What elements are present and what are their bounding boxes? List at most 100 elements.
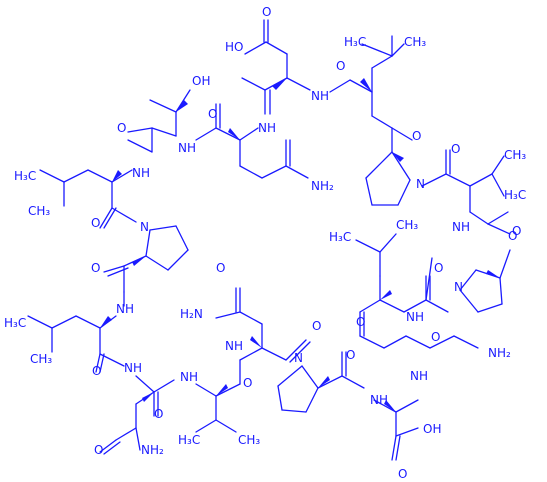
bond	[359, 335, 385, 349]
bond	[151, 127, 177, 137]
bond	[286, 77, 311, 91]
atom-labels: HO O NH O CH₃ H₃C O OH NH O NH O NH₂ NH …	[4, 5, 526, 481]
asn1-o-label: O	[216, 261, 225, 275]
asn2-nh2-label: NH₂	[141, 443, 164, 457]
asn2-nh-label: NH	[180, 370, 198, 384]
bond	[499, 249, 511, 279]
stereo-wedge	[250, 336, 262, 348]
leu3-h3c-label: H₃C	[329, 230, 351, 244]
pro3-n-label: N	[454, 280, 463, 294]
bond	[195, 419, 217, 433]
stereo-wedge	[318, 376, 330, 388]
bond	[391, 435, 397, 461]
bond	[349, 79, 373, 93]
bond	[63, 169, 89, 183]
val2-h3c-label: H₃C	[178, 433, 200, 447]
leu2-o-label: O	[91, 216, 100, 230]
pro4-o-label: O	[312, 319, 321, 333]
val1-o-label: O	[512, 224, 521, 238]
bond	[175, 89, 191, 113]
gly-nh-label: NH	[406, 310, 424, 324]
bond	[453, 335, 479, 349]
bond	[261, 347, 287, 361]
bond	[285, 165, 309, 179]
asn1-nh-label: NH	[225, 339, 243, 353]
bond	[341, 375, 365, 389]
bond	[397, 179, 411, 206]
bond	[395, 427, 419, 437]
bond	[127, 127, 153, 133]
bond	[99, 439, 117, 453]
pro1-o-label: O	[91, 261, 100, 275]
stereo-wedge	[100, 316, 112, 328]
bond	[241, 77, 266, 91]
bond	[305, 387, 319, 413]
bond	[135, 375, 155, 393]
stereo-wedge	[176, 100, 188, 112]
thr-nh-label: NH	[178, 141, 196, 155]
ala-o-label: O	[398, 467, 407, 481]
bond	[215, 127, 241, 141]
gly2-nh-label: NH	[410, 369, 428, 383]
bond	[135, 427, 141, 451]
val1-ch3-label: CH₃	[504, 148, 526, 162]
bond	[391, 151, 411, 181]
thr-oh-label: OH	[192, 74, 210, 88]
val2-ch3-label: CH₃	[238, 433, 260, 447]
bond	[487, 211, 509, 225]
leu1-o-label: O	[412, 129, 421, 143]
bond	[373, 399, 397, 413]
pro4-o2-label: O	[346, 348, 355, 362]
gly-nh2-label: NH₂	[488, 346, 511, 360]
bond	[391, 43, 405, 57]
bond	[383, 335, 407, 349]
bond	[261, 165, 287, 179]
bond	[167, 249, 189, 271]
ala-oh-label: OH	[423, 422, 441, 436]
bond	[361, 43, 393, 57]
bond	[99, 207, 113, 229]
bond	[405, 335, 431, 349]
stereo-wedge	[132, 256, 146, 266]
stereo-wedge	[384, 400, 396, 412]
leu4-ch3-label: CH₃	[30, 352, 52, 366]
leu3-ch3-label: CH₃	[396, 218, 418, 232]
bond	[391, 127, 413, 141]
leu4-o-label: O	[92, 364, 101, 378]
bond-lines	[27, 19, 511, 461]
bond	[365, 151, 393, 179]
bond	[477, 303, 503, 313]
stereo-wedge	[216, 384, 228, 396]
bond	[27, 315, 53, 329]
asp-acid-o-label: O	[262, 5, 271, 19]
bond	[379, 299, 405, 313]
leu1-ch3-label: CH₃	[404, 35, 426, 49]
bond	[103, 207, 117, 229]
leu4-nh-label: NH	[124, 361, 142, 375]
stereo-wedge	[142, 392, 154, 402]
bond	[195, 127, 217, 141]
bond	[115, 427, 137, 441]
stereo-wedge	[228, 128, 240, 140]
bond	[469, 173, 493, 187]
bond	[425, 299, 449, 313]
gly2-o-label: O	[431, 330, 440, 344]
bond	[459, 269, 477, 291]
leu4-h3c-label: H₃C	[4, 316, 26, 330]
gln-nh2-label: NH₂	[311, 179, 334, 193]
bond	[421, 173, 447, 187]
stereo-wedges	[100, 78, 500, 412]
bond	[195, 383, 217, 397]
gly-o-label: O	[356, 315, 365, 329]
bond	[39, 169, 65, 183]
bond	[87, 169, 113, 183]
bond	[491, 155, 505, 175]
bond	[301, 365, 319, 389]
bond	[289, 341, 311, 363]
leu2-ch3-label: CH₃	[28, 204, 50, 218]
asp-amide-nh-label: NH	[311, 89, 329, 103]
bond	[317, 375, 343, 389]
bond	[239, 311, 263, 325]
stereo-wedge	[486, 270, 500, 278]
stereo-wedge	[112, 170, 122, 182]
